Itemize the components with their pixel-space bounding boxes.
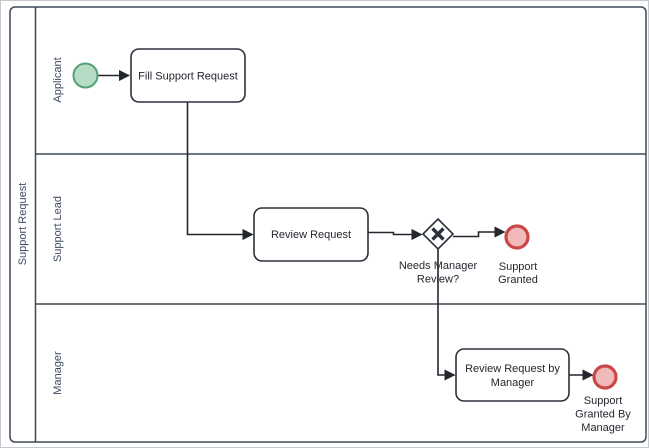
task-review-request-by-manager-shape[interactable] (455, 348, 570, 402)
lane-label-support-lead: Support Lead (52, 196, 64, 262)
task-fill-support-request[interactable]: Fill Support Request (130, 48, 246, 103)
flow-gateway-to-support-granted[interactable] (453, 226, 506, 238)
task-review-request-by-manager[interactable]: Review Request by Manager (455, 348, 570, 402)
task-fill-support-request-label: Fill Support Request (138, 71, 238, 83)
gateway-x-icon (431, 227, 445, 241)
end-event-support-granted-shape[interactable] (504, 224, 530, 250)
task-review-request[interactable]: Review Request (253, 207, 369, 262)
exclusive-gateway-needs-manager-review[interactable]: Needs Manager Review? (399, 217, 478, 286)
gateway-label-line1: Needs Manager (399, 260, 478, 272)
end-event-support-granted-by-manager-label-line3: Manager (581, 422, 625, 434)
task-fill-support-request-shape[interactable] (130, 48, 246, 103)
flow-gateway-to-review-by-manager[interactable] (437, 249, 456, 381)
lane-label-manager: Manager (52, 351, 64, 395)
pool-label: Support Request (17, 183, 29, 266)
end-event-support-granted-by-manager[interactable]: Support Granted By Manager (575, 364, 631, 434)
task-review-request-label: Review Request (271, 229, 351, 241)
task-review-request-by-manager-label-line2: Manager (491, 377, 535, 389)
end-event-support-granted-by-manager-label-line1: Support (584, 395, 623, 407)
lane-label-applicant: Applicant (52, 57, 64, 102)
flow-review-request-to-gateway[interactable] (368, 228, 423, 241)
end-event-support-granted-label-line2: Granted (498, 274, 538, 286)
flow-fill-request-to-review-request[interactable] (186, 102, 254, 241)
end-event-support-granted-by-manager-label-line2: Granted By (575, 409, 631, 421)
end-event-support-granted-label-line1: Support (499, 261, 538, 273)
pool-support-request: Support Request Applicant Support Lead M… (9, 6, 647, 443)
gateway-label-line2: Review? (417, 274, 459, 286)
end-event-support-granted[interactable]: Support Granted (498, 224, 538, 286)
task-review-request-by-manager-label-line1: Review Request by (465, 363, 560, 375)
sequence-flows (98, 69, 594, 381)
end-event-support-granted-by-manager-shape[interactable] (592, 364, 618, 390)
pool-border[interactable] (9, 6, 647, 443)
start-event[interactable] (72, 62, 99, 89)
task-review-request-shape[interactable] (253, 207, 369, 262)
